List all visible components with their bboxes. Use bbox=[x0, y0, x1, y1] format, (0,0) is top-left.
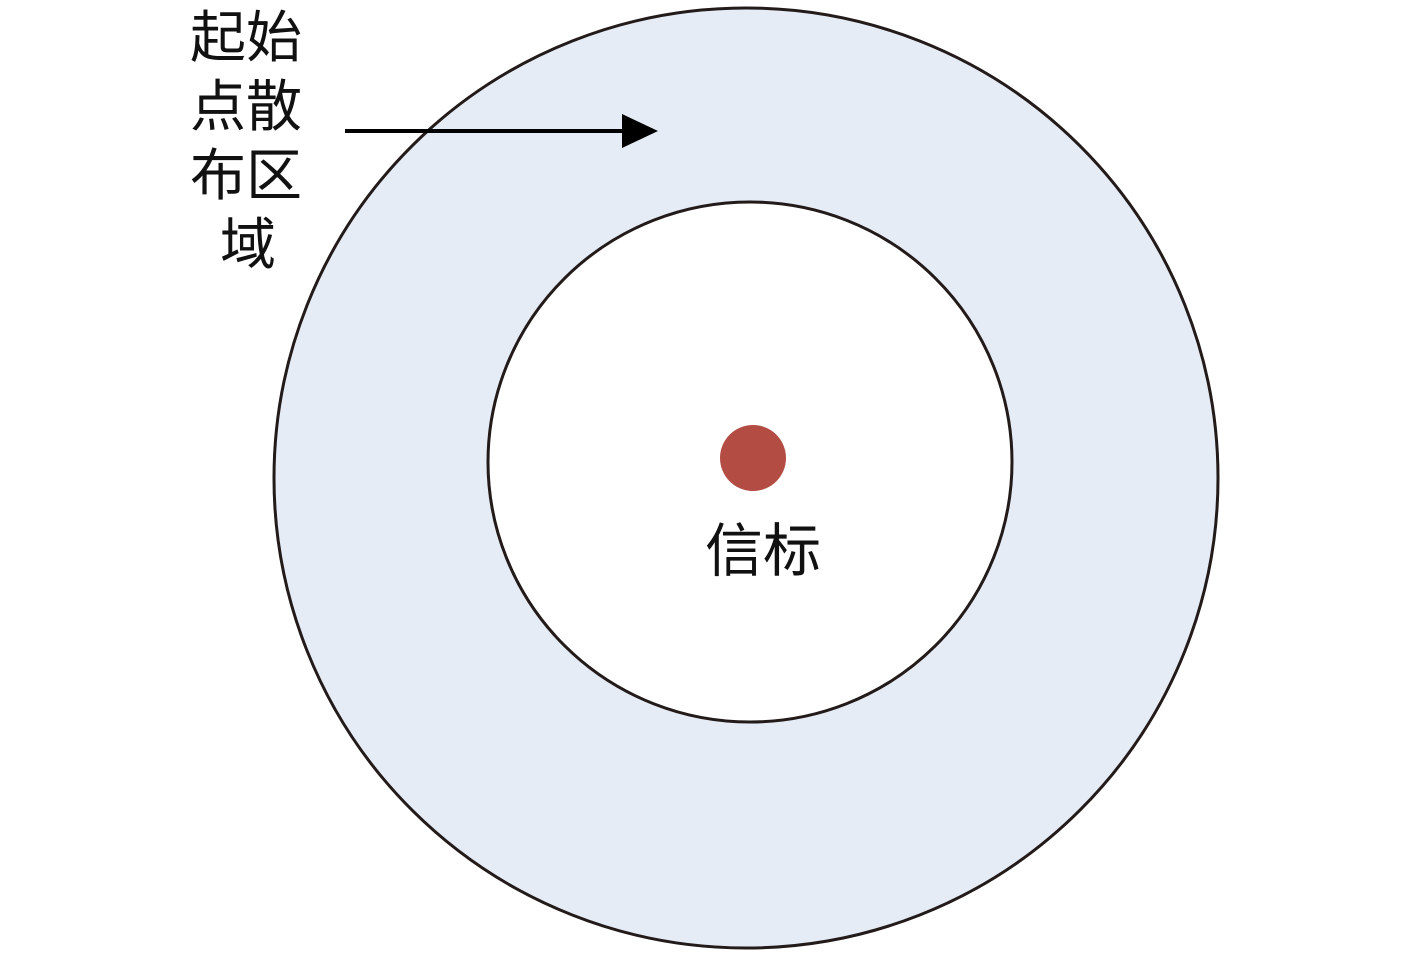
arrow-head bbox=[622, 114, 658, 148]
scatter-region-label: 起始 点散 布区 域 bbox=[190, 4, 314, 280]
region-arrow bbox=[345, 114, 658, 148]
region-label-line-1: 起始 bbox=[190, 6, 302, 71]
beacon-label: 信标 bbox=[705, 517, 822, 585]
region-label-line-2: 点散 bbox=[190, 75, 302, 140]
region-label-line-3: 布区 bbox=[190, 144, 302, 209]
region-label-line-4: 域 bbox=[220, 213, 276, 278]
beacon-dot bbox=[720, 425, 786, 491]
